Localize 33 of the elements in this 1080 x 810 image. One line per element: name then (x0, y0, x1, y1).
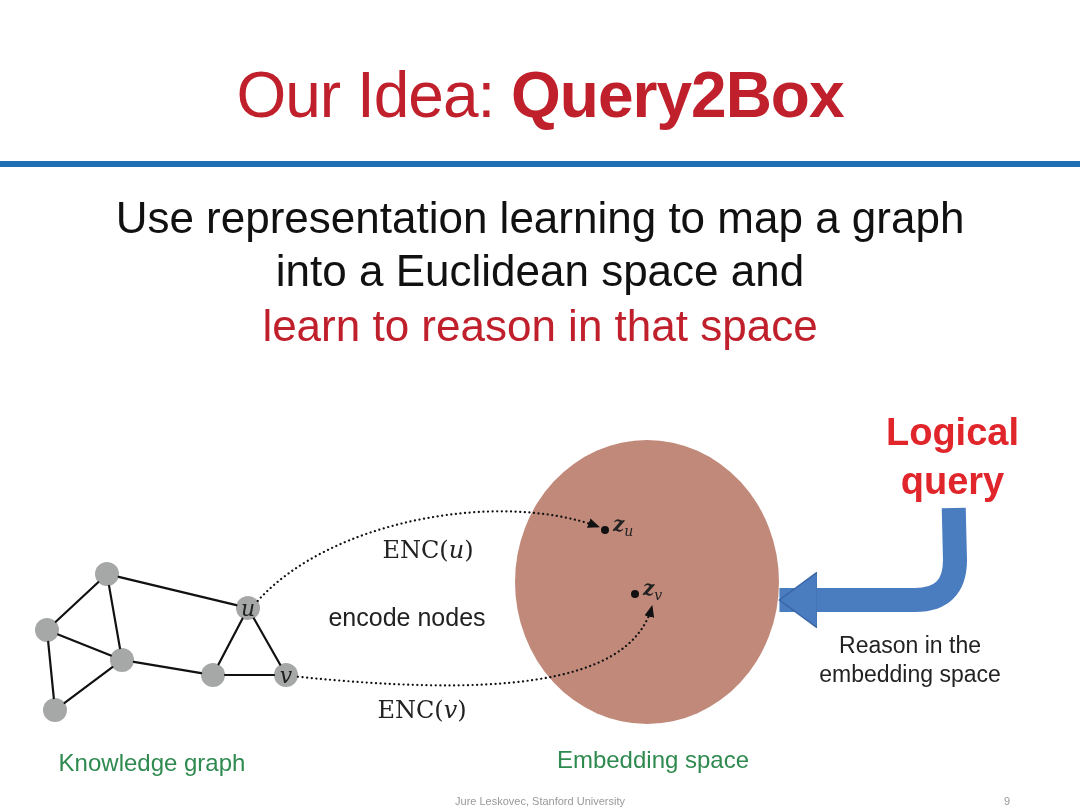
edge-label: ENC(u) (381, 535, 475, 565)
graph-edge (107, 584, 122, 650)
subtitle-highlight: learn to reason in that space (261, 299, 819, 352)
graph-edge (117, 575, 238, 607)
caption: Knowledge graph (57, 748, 247, 778)
edge-label: Reason in the embedding space (818, 631, 1002, 689)
graph-edge (57, 633, 112, 657)
page-number: 9 (1002, 795, 1012, 809)
graph-edge (63, 666, 114, 704)
graph-edge (217, 617, 244, 666)
point-label: z$_{u}$ (613, 512, 634, 539)
graph-edge (252, 617, 282, 666)
query-heading: Logical query (885, 410, 1020, 505)
graph-edge (54, 581, 100, 623)
graph-node (201, 663, 225, 687)
annotation: encode nodes (327, 602, 487, 632)
edge-label: ENC(v) (376, 695, 468, 725)
dotted-arrow (296, 604, 654, 687)
graph-node: u (236, 596, 260, 620)
graph-edge (223, 673, 276, 677)
point-label: z$_{v}$ (643, 576, 663, 603)
graph-node (43, 698, 67, 722)
graph-node: v (274, 663, 298, 687)
graph-edge (132, 660, 203, 675)
subtitle: Use representation learning to map a graph into a Euclidean space and (114, 192, 966, 297)
graph-node (35, 618, 59, 642)
slide-title: Our Idea: Query2Box (235, 58, 845, 133)
caption: Embedding space (555, 745, 751, 775)
dotted-arrow (256, 510, 601, 602)
graph-node (110, 648, 134, 672)
graph-edge (47, 640, 55, 700)
graph-node (95, 562, 119, 586)
footer-text: Jure Leskovec, Stanford University (454, 795, 626, 809)
